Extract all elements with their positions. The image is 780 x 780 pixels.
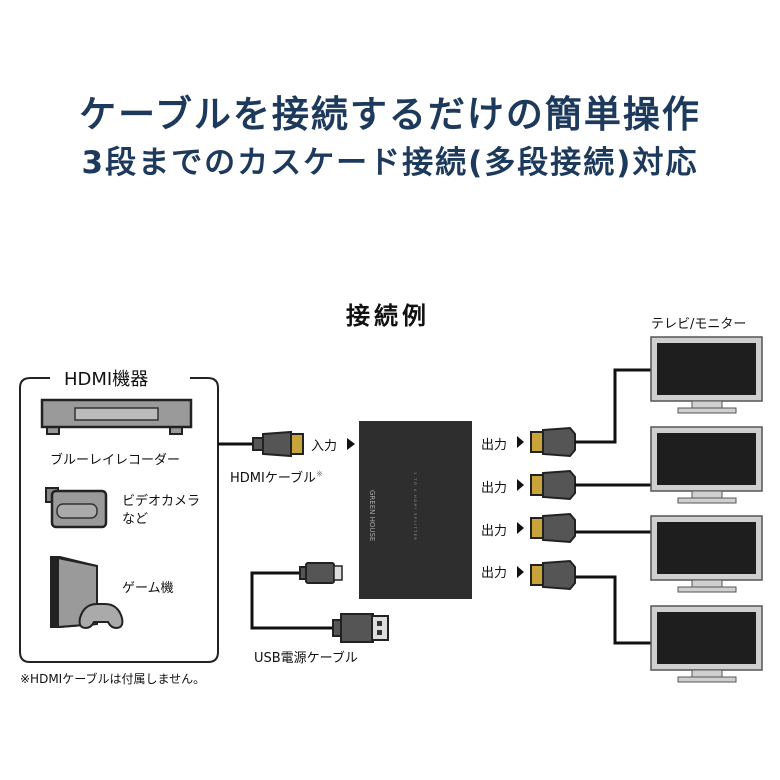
diagram-heading: 接続例: [346, 302, 430, 330]
device-label-video-camera-etc: など: [122, 512, 149, 527]
source-group-frame: [19, 377, 219, 663]
output-arrow-icon: [517, 566, 524, 578]
monitor-icon: [650, 605, 763, 683]
output-1: [517, 368, 652, 458]
output-label-4: 出力: [481, 566, 508, 581]
output-label-2: 出力: [481, 481, 508, 496]
output-2: [517, 469, 652, 501]
title-line-1: ケーブルを接続するだけの簡単操作: [79, 93, 701, 136]
usb-power-cable: [250, 562, 389, 643]
game-console-icon: [50, 556, 124, 630]
video-camera-icon: [45, 487, 108, 529]
bluray-recorder-icon: [40, 398, 193, 435]
hdmi-cable-note-mark: ※: [316, 469, 323, 479]
hdmi-splitter-device: GREEN HOUSE 1 TO 4 HDMI SPLITTER: [359, 421, 472, 599]
monitor-icon: [650, 426, 763, 504]
input-label: 入力: [311, 439, 338, 454]
monitor-icon: [650, 515, 763, 593]
device-label-game-console: ゲーム機: [122, 581, 174, 596]
splitter-brand: GREEN HOUSE: [368, 490, 376, 541]
output-label-1: 出力: [481, 438, 508, 453]
title-line-2: 3段までのカスケード接続(多段接続)対応: [81, 145, 699, 181]
output-arrow-icon: [517, 479, 524, 491]
input-hdmi-cable: [218, 430, 304, 458]
output-3: [517, 512, 652, 544]
hdmi-cable-label: HDMIケーブル※: [230, 469, 323, 486]
device-label-bluray: ブルーレイレコーダー: [50, 453, 181, 468]
output-4: [517, 559, 652, 645]
output-label-3: 出力: [481, 524, 508, 539]
displays-label: テレビ/モニター: [651, 317, 747, 332]
usb-cable-label: USB電源ケーブル: [254, 651, 358, 666]
input-arrow-icon: [347, 438, 355, 450]
monitor-icon: [650, 336, 763, 414]
splitter-model-text: 1 TO 4 HDMI SPLITTER: [413, 472, 417, 541]
source-group-title: HDMI機器: [64, 369, 149, 390]
output-arrow-icon: [517, 436, 524, 448]
footnote: ※HDMIケーブルは付属しません。: [20, 672, 206, 686]
output-arrow-icon: [517, 522, 524, 534]
device-label-video-camera: ビデオカメラ: [122, 494, 201, 509]
